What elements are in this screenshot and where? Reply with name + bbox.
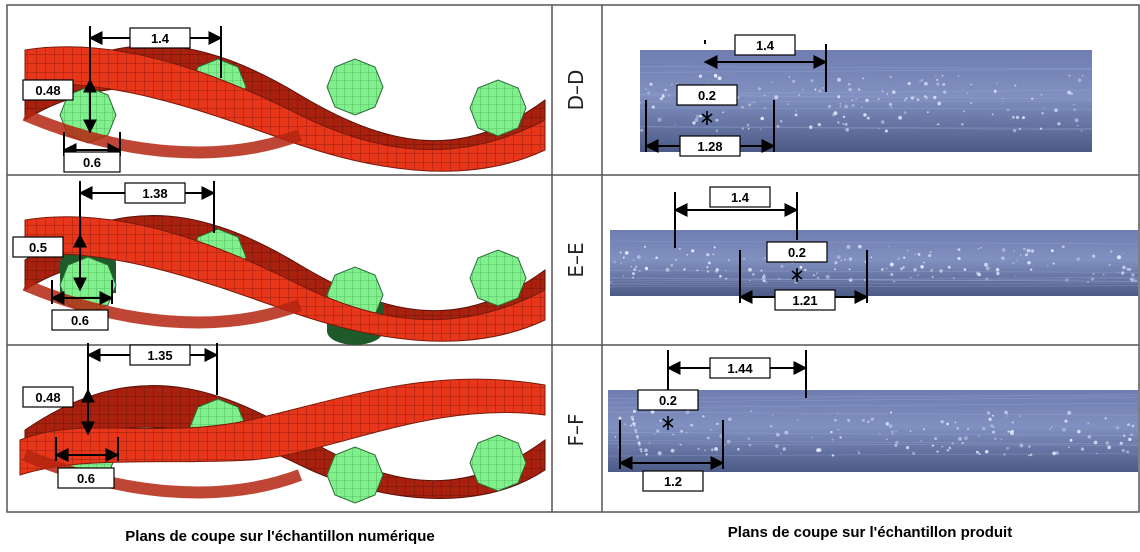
numeric-pitch-label-box [129,27,191,49]
product-height-label-box [676,84,738,106]
caption-numeric: Plans de coupe sur l'échantillon numériq… [125,528,434,545]
numeric-width-label-box [63,151,121,173]
section-label: D–D [564,70,588,111]
numeric-pitch-label-box [124,182,186,204]
front-yarn [24,216,546,342]
numeric-width-label-box [51,309,109,331]
numeric-height-label-box [22,386,74,408]
height-marker [701,111,713,125]
product-micrograph [609,230,1139,296]
product-dimensions: 1.4 0.2 1.21 [673,186,869,311]
product-width-label: 1.28 [697,139,722,154]
numeric-width-label: 0.6 [71,313,89,328]
product-height-label-box [637,389,699,411]
product-height-label: 0.2 [788,245,806,260]
numeric-height-label-box [12,236,64,258]
product-dimensions: 1.4 0.2 1.28 [644,34,828,157]
fiber-section [469,249,527,307]
row-3: 1.35 0.48 0.6 F–F 1.44 0.2 1.2 [19,343,1139,504]
product-width-label-box [679,135,741,157]
numeric-width-label: 0.6 [83,155,101,170]
numeric-width-label-box [57,467,115,489]
product-pitch-label: 1.4 [756,38,775,53]
numeric-pitch-label-box [129,344,191,366]
fiber-section [326,446,384,504]
numeric-pitch-label: 1.35 [147,348,172,363]
product-height-label: 0.2 [659,393,677,408]
fiber-section [469,79,527,137]
row-1: 1.4 0.48 0.6 D–D 1.4 0.2 1.28 [22,26,1093,173]
numeric-height-label: 0.48 [35,390,60,405]
product-width-label: 1.21 [792,293,817,308]
numeric-dimensions: 1.38 0.5 0.6 [12,181,216,331]
product-pitch-label: 1.4 [731,190,750,205]
product-pitch-label-box [709,357,771,379]
table-frame [6,4,1140,513]
product-height-label: 0.2 [698,88,716,103]
numeric-width-label: 0.6 [77,471,95,486]
fiber-section [326,58,384,116]
numeric-model [22,45,546,172]
row-2: 1.38 0.5 0.6 E–E 1.4 0.2 1.21 [12,181,1139,345]
fiber-section [469,434,527,492]
numeric-height-label: 0.48 [35,83,60,98]
product-width-label-box [774,289,836,311]
height-marker [791,268,803,282]
product-pitch-label-box [709,186,771,208]
product-pitch-label-box [734,34,796,56]
numeric-height-label: 0.5 [29,240,47,255]
section-label: F–F [564,413,588,446]
section-label: E–E [564,242,588,277]
product-width-label: 1.2 [664,474,682,489]
product-dimensions: 1.44 0.2 1.2 [618,350,808,492]
product-pitch-label: 1.44 [727,361,753,376]
numeric-dimensions: 1.35 0.48 0.6 [22,343,219,489]
caption-product: Plans de coupe sur l'échantillon produit [728,524,1012,541]
numeric-pitch-label: 1.4 [151,31,170,46]
product-width-label-box [642,470,704,492]
product-height-label-box [766,241,828,263]
numeric-dimensions: 1.4 0.48 0.6 [22,26,223,173]
height-marker [662,416,674,430]
numeric-pitch-label: 1.38 [142,186,167,201]
numeric-height-label-box [22,79,74,101]
micrograph-image [610,230,1138,296]
front-yarn [24,46,546,172]
front-yarn [19,378,546,476]
